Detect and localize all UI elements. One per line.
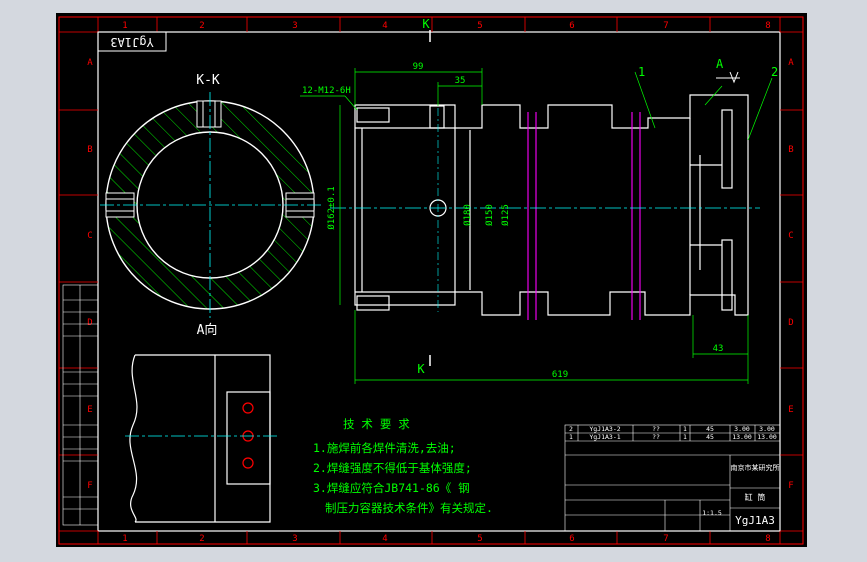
svg-text:43: 43 [713,344,724,354]
column-label: 7 [663,21,668,31]
row-label: C [87,231,92,241]
title-block-cell: YgJ1A3-2 [589,425,620,433]
column-label: 6 [569,534,574,544]
title-block-cell: 2 [569,425,573,433]
row-label: D [87,318,92,328]
balloons: 1 2 A [638,57,778,79]
company-name: 南京市某研究所 [731,463,780,472]
hole-top [196,100,222,128]
drawing-number-box [97,31,167,52]
section-label: K-K [196,73,220,88]
svg-text:99: 99 [413,62,424,72]
arrow-a-label: A [716,57,724,71]
row-label: E [87,405,92,415]
tie-bolts [527,112,641,320]
right-port-bottom [721,239,733,311]
title-block-cell: YgJ1A3-1 [589,433,620,441]
main-view [354,94,749,316]
dimensions [300,68,773,384]
cylinder-contour [354,94,749,316]
balloon-1: 1 [638,65,645,79]
title-block-cell: 1 [569,433,573,441]
view-a-label: A向 [197,322,218,338]
svg-text:12-M12-6H: 12-M12-6H [302,86,351,96]
dimension-texts: 99 35 12-M12-6H 43 619 Ø162±0.1 Ø180 Ø15… [302,62,723,380]
row-label: A [87,58,93,68]
title-block-cell: 3.00 [734,425,750,433]
port-hole-top [429,105,445,129]
title-block-cell: 13.00 [732,433,752,441]
balloon-2: 2 [771,65,778,79]
tech-item-3: 3.焊缝应符合JB741-86《 钢 [313,481,470,495]
title-block-cell: 1 [683,425,687,433]
title-block-cell: 3.00 [759,425,775,433]
column-label: 6 [569,21,574,31]
tech-item-4: 制压力容器技术条件》有关规定. [325,501,493,515]
right-port-top [721,109,733,189]
row-label: B [788,145,793,155]
column-label: 7 [663,534,668,544]
cut-marker-bottom: K [417,362,425,376]
cut-marker-top: K [422,17,430,31]
column-label: 3 [292,534,297,544]
title-block-cell: ?? [652,433,660,441]
row-label: D [788,318,793,328]
thread-hole-bottom [356,295,390,311]
title-block-texts: 南京市某研究所 缸 筒 YgJ1A3 1:1.5 [702,463,779,527]
tech-heading: 技 术 要 求 [343,417,410,431]
column-label: 2 [199,534,204,544]
svg-text:Ø125: Ø125 [500,204,511,226]
row-label: F [788,481,793,491]
svg-text:Ø162±0.1: Ø162±0.1 [326,186,337,229]
row-label: E [788,405,793,415]
column-label: 5 [477,21,482,31]
svg-text:35: 35 [455,76,466,86]
column-label: 3 [292,21,297,31]
tech-item-1: 1.施焊前各焊件清洗,去油; [313,441,456,455]
row-label: A [788,58,794,68]
thread-hole-top [356,107,390,123]
column-label: 2 [199,21,204,31]
row-label: B [87,145,92,155]
outer-frame [58,16,804,545]
drawing-number: YgJ1A3 [735,514,775,527]
title-block-cell: 13.00 [757,433,777,441]
svg-text:Ø150: Ø150 [484,204,495,226]
title-block-cell: 45 [706,425,714,433]
cut-marker: K K [417,17,431,376]
row-label: F [87,481,92,491]
svg-text:619: 619 [552,370,568,380]
section-k-k: K-K A向 [100,73,322,338]
column-label: 4 [382,21,387,31]
title-block-cell: 45 [706,433,714,441]
revision-strip [62,284,99,526]
scale: 1:1.5 [702,509,722,517]
column-label: 8 [765,21,770,31]
column-label: 1 [122,534,127,544]
drawing-title: 缸 筒 [745,492,766,502]
tech-item-2: 2.焊缝强度不得低于基体强度; [313,461,472,475]
title-block-cell: 1 [683,433,687,441]
column-label: 1 [122,21,127,31]
inner-frame [97,31,781,532]
title-block-cell: ?? [652,425,660,433]
title-block [564,424,781,532]
row-label: C [788,231,793,241]
tech-requirements: 技 术 要 求 1.施焊前各焊件清洗,去油; 2.焊缝强度不得低于基体强度; 3… [313,417,493,515]
column-label: 8 [765,534,770,544]
svg-text:Ø180: Ø180 [462,204,473,226]
drawing-number-mirrored: YgJ1A3 [110,35,153,49]
column-label: 4 [382,534,387,544]
column-label: 5 [477,534,482,544]
view-arrow-a [716,71,740,84]
